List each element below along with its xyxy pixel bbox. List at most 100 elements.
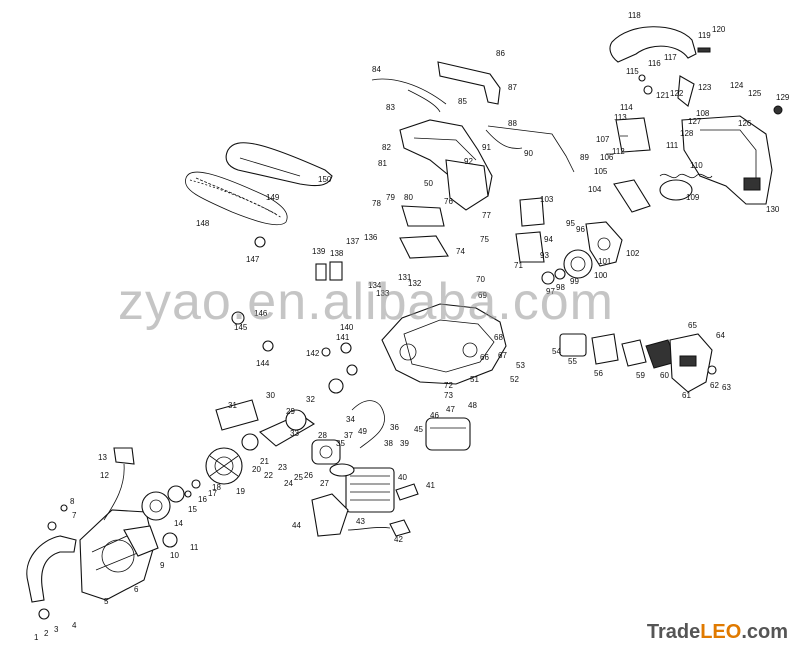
callout-40: 40 [398,473,407,482]
callout-35: 35 [336,439,345,448]
callout-136: 136 [364,233,378,242]
callout-87: 87 [508,83,517,92]
chain-links [195,177,277,215]
callout-120: 120 [712,25,726,34]
callout-106: 106 [600,153,614,162]
sprocket-clutch [541,249,593,285]
callout-50: 50 [424,179,433,188]
callout-15: 15 [188,505,197,514]
chain-guard [123,525,159,557]
callout-26: 26 [304,471,313,480]
callout-68: 68 [494,333,503,342]
callout-96: 96 [576,225,585,234]
callout-18: 18 [212,483,221,492]
callout-116: 116 [648,59,661,68]
callout-17: 17 [208,489,217,498]
callout-6: 6 [134,585,139,594]
callout-8: 8 [70,497,75,506]
rear-housing [681,115,773,205]
callout-34: 34 [346,415,355,424]
callout-100: 100 [594,271,608,280]
callout-71: 71 [514,261,523,270]
rear-handle [609,26,697,63]
callout-80: 80 [404,193,413,202]
callout-54: 54 [552,347,561,356]
spring-coil [659,173,713,201]
flywheel [205,447,243,485]
callout-90: 90 [524,149,533,158]
callout-99: 99 [570,277,579,286]
callout-24: 24 [284,479,293,488]
callout-105: 105 [594,167,608,176]
callout-110: 110 [690,161,703,170]
recoil-housing [79,509,155,601]
callout-98: 98 [556,283,565,292]
callout-20: 20 [252,465,261,474]
brand-part-3: .com [741,621,788,643]
callout-82: 82 [382,143,391,152]
callout-81: 81 [378,159,387,168]
spark-plug [395,483,419,501]
callout-66: 66 [480,353,489,362]
callout-45: 45 [414,425,423,434]
chain-cover-plate [515,197,545,263]
crankcase [381,303,507,385]
callout-32: 32 [306,395,315,404]
callout-107: 107 [596,135,610,144]
callout-108: 108 [696,109,710,118]
callout-138: 138 [330,249,344,258]
callout-131: 131 [398,273,412,282]
front-handle [26,535,77,603]
callout-88: 88 [508,119,517,128]
saw-chain [185,171,288,226]
callout-85: 85 [458,97,467,106]
air-filter-cover [669,333,717,393]
callout-128: 128 [680,129,694,138]
oil-line [351,400,385,449]
callout-141: 141 [336,333,350,342]
callout-101: 101 [598,257,612,266]
callout-51: 51 [470,375,479,384]
callout-21: 21 [260,457,269,466]
callout-121: 121 [656,91,670,100]
callout-2: 2 [44,629,49,638]
brand-part-1: Trade [646,621,701,643]
callout-69: 69 [478,291,487,300]
callout-78: 78 [372,199,381,208]
callout-137: 137 [346,237,360,246]
callout-47: 47 [446,405,455,414]
callout-25: 25 [294,473,303,482]
callout-132: 132 [408,279,422,288]
guide-bar [225,142,333,187]
callout-37: 37 [344,431,353,440]
callout-142: 142 [306,349,320,358]
callout-1: 1 [34,633,39,642]
callout-62: 62 [710,381,719,390]
callout-12: 12 [100,471,109,480]
callout-11: 11 [190,543,199,552]
callout-42: 42 [394,535,403,544]
callout-9: 9 [160,561,165,570]
small-parts-top-right [606,47,783,155]
callout-60: 60 [660,371,669,380]
callout-31: 31 [228,401,237,410]
callout-124: 124 [730,81,744,90]
callout-118: 118 [628,11,641,20]
callout-75: 75 [480,235,489,244]
callout-79: 79 [386,193,395,202]
callout-140: 140 [340,323,354,332]
callout-52: 52 [510,375,519,384]
callout-4: 4 [72,621,77,630]
callout-30: 30 [266,391,275,400]
callout-123: 123 [698,83,712,92]
callout-55: 55 [568,357,577,366]
callout-122: 122 [670,89,684,98]
callout-48: 48 [468,401,477,410]
callout-111: 111 [666,141,679,150]
starter-rope-grip [103,447,135,521]
callout-115: 115 [626,67,639,76]
callout-86: 86 [496,49,505,58]
callout-53: 53 [516,361,525,370]
